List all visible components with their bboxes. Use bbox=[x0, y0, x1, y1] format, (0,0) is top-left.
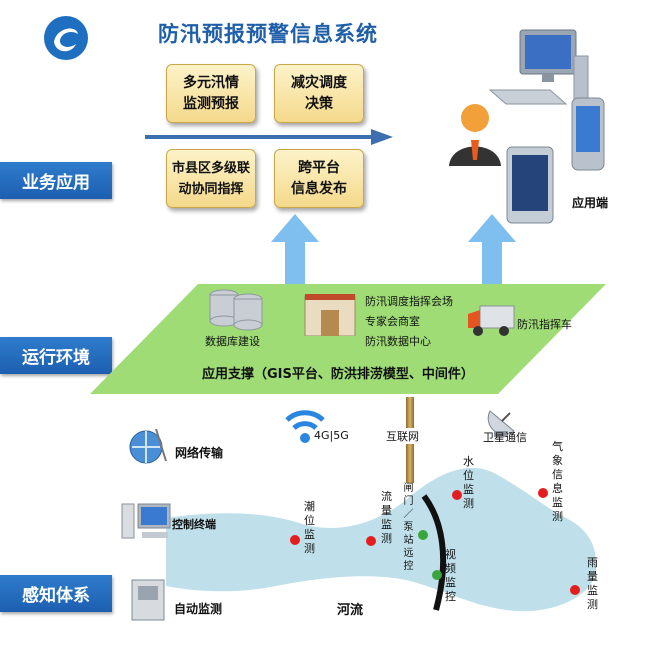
facility-1: 防汛调度指挥会场 bbox=[365, 295, 453, 308]
flow-station-label: 流量监测 bbox=[381, 490, 392, 545]
auto-monitor-label: 自动监测 bbox=[174, 602, 223, 616]
weather-label: 气象信息监测 bbox=[552, 440, 563, 523]
video-monitor-label: 视频监控 bbox=[445, 548, 456, 603]
satellite-label: 卫星通信 bbox=[483, 431, 527, 444]
gate-dot-1 bbox=[418, 530, 428, 540]
control-terminal-label: 控制终端 bbox=[172, 518, 216, 531]
desktop-computer-icon bbox=[480, 26, 590, 120]
wifi-icon bbox=[283, 402, 327, 450]
mobile-network-label: 4G|5G bbox=[314, 429, 349, 442]
band-runtime: 运行环境 bbox=[0, 337, 112, 374]
logo bbox=[42, 14, 90, 62]
command-vehicle-icon bbox=[466, 300, 516, 342]
support-label: 应用支撑（GIS平台、防洪排涝模型、中间件） bbox=[202, 367, 474, 382]
vehicle-label: 防汛指挥车 bbox=[517, 318, 572, 331]
app-disaster-dispatch: 减灾调度 决策 bbox=[274, 64, 364, 123]
band-business: 业务应用 bbox=[0, 162, 112, 199]
user-icon bbox=[445, 100, 505, 172]
app-cross-platform-publish: 跨平台 信息发布 bbox=[274, 149, 364, 208]
database-label: 数据库建设 bbox=[205, 335, 260, 348]
network-transport-icon bbox=[126, 425, 170, 469]
up-arrow-right bbox=[468, 214, 516, 294]
gate-dot-2 bbox=[432, 570, 442, 580]
flow-station-dot bbox=[366, 536, 376, 546]
facility-3: 防汛数据中心 bbox=[365, 335, 431, 348]
tablet-icon bbox=[505, 145, 555, 229]
network-transport-label: 网络传输 bbox=[175, 446, 224, 460]
satellite-dish-icon bbox=[484, 407, 520, 443]
control-terminal-icon bbox=[120, 500, 172, 546]
phone-icon bbox=[570, 96, 606, 176]
database-icon bbox=[204, 287, 268, 335]
facility-2: 专家会商室 bbox=[365, 315, 420, 328]
gate-pump-label: 闸门／泵站远控 bbox=[403, 483, 414, 572]
horizontal-arrow bbox=[145, 129, 393, 145]
up-arrow-left bbox=[271, 214, 319, 294]
app-multilevel-command: 市县区多级联 动协同指挥 bbox=[166, 149, 256, 208]
tide-station-dot bbox=[290, 535, 300, 545]
rain-gauge-label: 雨量监测 bbox=[587, 556, 598, 611]
rain-gauge-dot bbox=[570, 585, 580, 595]
weather-dot bbox=[538, 488, 548, 498]
auto-monitor-icon bbox=[130, 578, 166, 626]
building-icon bbox=[303, 292, 357, 340]
app-flood-monitoring: 多元汛情 监测预报 bbox=[166, 64, 256, 123]
tide-station-label: 潮位监测 bbox=[304, 500, 315, 555]
internet-label: 互联网 bbox=[386, 428, 419, 444]
water-level-dot bbox=[452, 490, 462, 500]
river bbox=[166, 467, 597, 612]
water-level-label: 水位监测 bbox=[463, 455, 474, 510]
page-title: 防汛预报预警信息系统 bbox=[158, 22, 378, 46]
client-label: 应用端 bbox=[572, 196, 609, 210]
band-sensing: 感知体系 bbox=[0, 575, 112, 612]
river-label: 河流 bbox=[337, 603, 364, 618]
